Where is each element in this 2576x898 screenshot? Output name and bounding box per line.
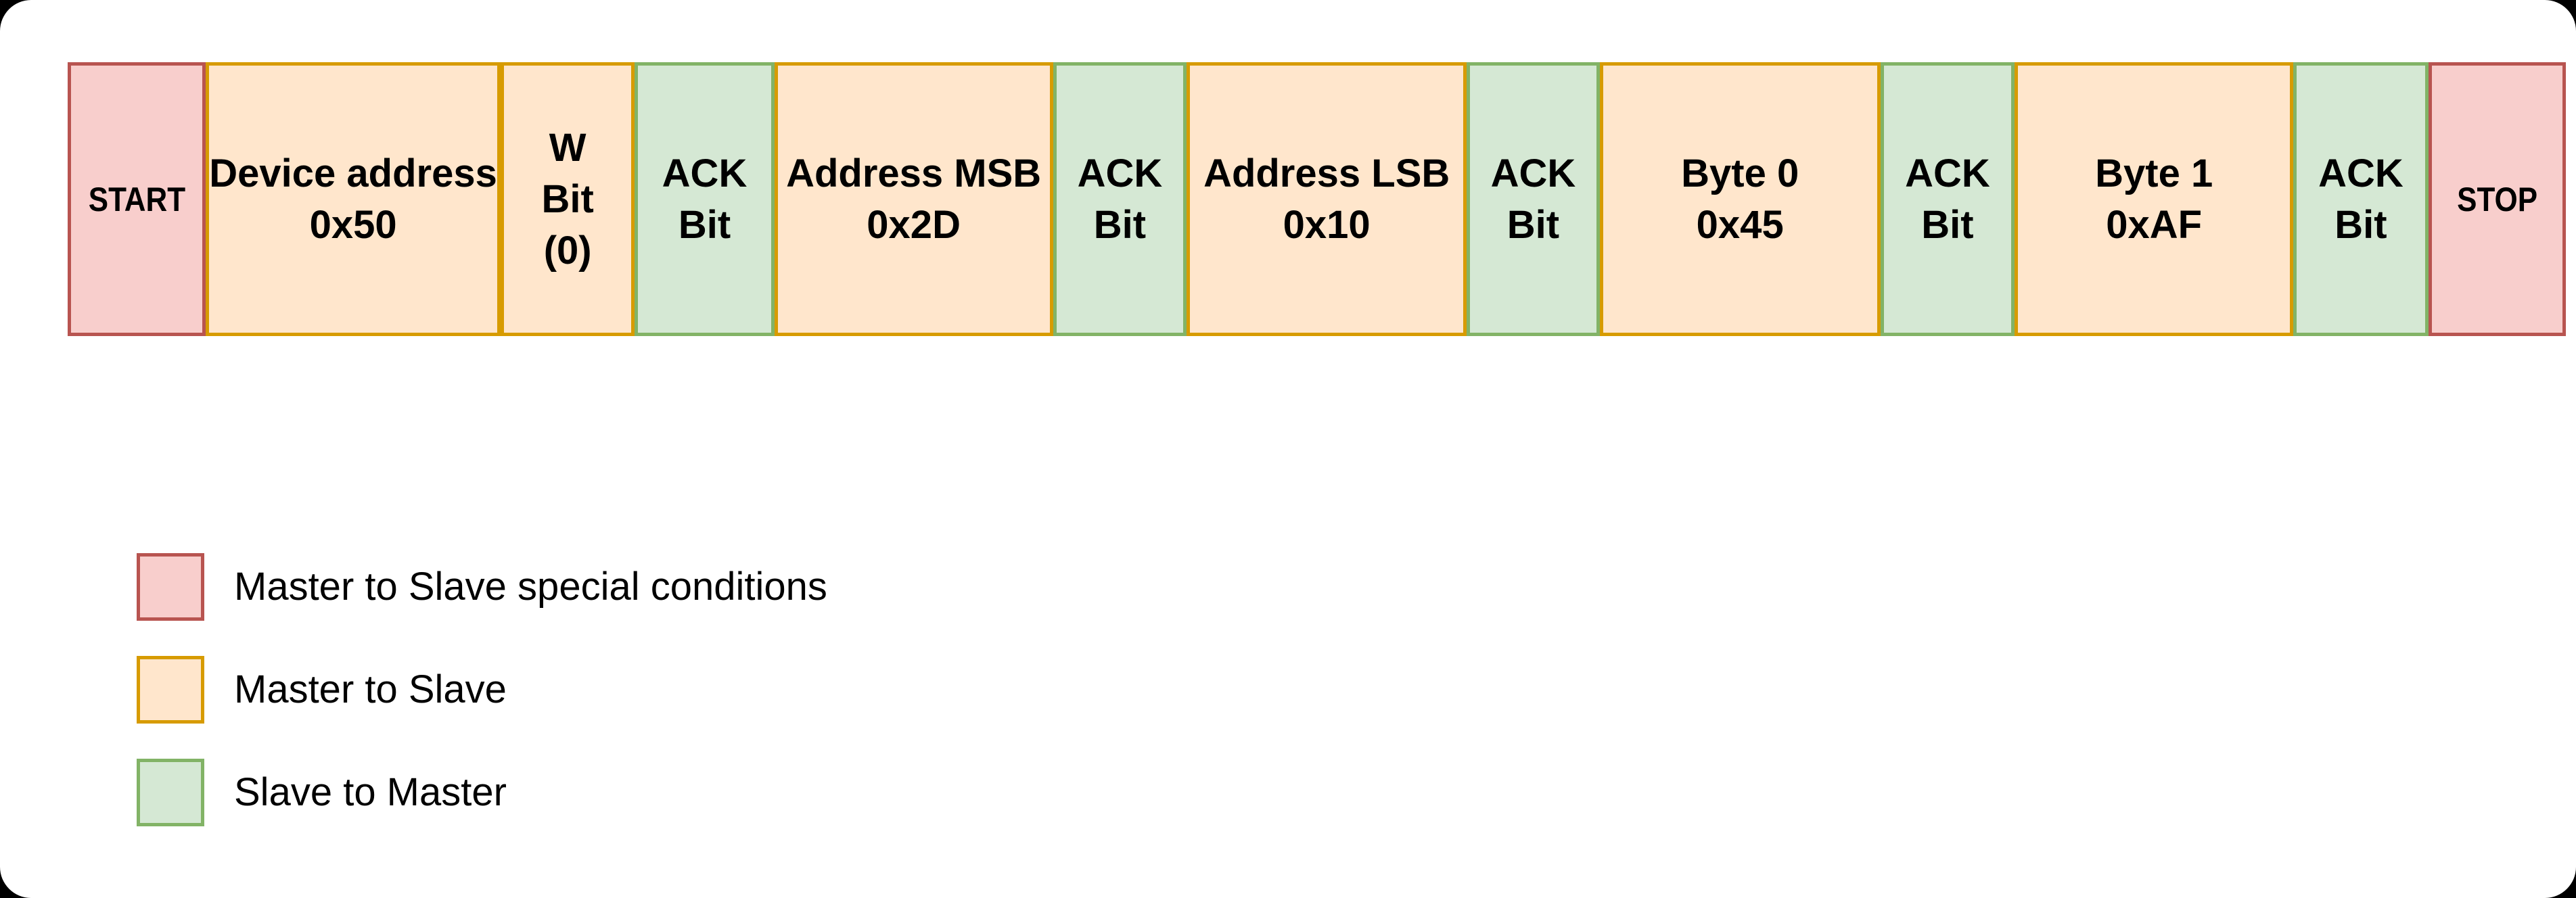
segment-label: Address LSB 0x10 <box>1203 148 1450 251</box>
frame-segment-10-byte-1: Byte 1 0xAF <box>2015 62 2294 336</box>
segment-label-line: 0x2D <box>867 202 961 247</box>
frame-segment-0-start: START <box>68 62 206 336</box>
segment-label-line: W <box>549 125 586 170</box>
segment-label-line: 0x45 <box>1696 202 1784 247</box>
segment-label-line: Bit <box>1093 202 1147 247</box>
frame-segment-1-device-address: Device address 0x50 <box>206 62 501 336</box>
legend-swatch-special <box>137 553 204 621</box>
legend-swatch-slave-to-master <box>137 759 204 826</box>
legend-item-slave-to-master: Slave to Master <box>137 759 827 826</box>
segment-label-line: STOP <box>2456 180 2537 218</box>
segment-label: W Bit (0) <box>541 122 593 277</box>
legend-item-master-to-slave: Master to Slave <box>137 656 827 724</box>
segment-label: Byte 1 0xAF <box>2095 148 2213 251</box>
segment-label: START <box>88 174 185 225</box>
segment-label-line: Address LSB <box>1203 151 1450 195</box>
segment-label-line: Bit <box>541 176 594 221</box>
segment-label-line: Address MSB <box>786 151 1042 195</box>
segment-label-line: ACK <box>1490 151 1576 195</box>
segment-label: ACK Bit <box>2318 148 2404 251</box>
frame-segment-7-ack: ACK Bit <box>1467 62 1600 336</box>
legend-item-label: Master to Slave <box>234 667 507 711</box>
segment-label-line: ACK <box>1905 151 1990 195</box>
segment-label: ACK Bit <box>1491 148 1576 251</box>
frame-segment-4-address-msb: Address MSB 0x2D <box>774 62 1053 336</box>
frame-segment-2-w: W Bit (0) <box>500 62 635 336</box>
segment-label-line: (0) <box>543 228 592 273</box>
segment-label-line: Bit <box>1506 202 1560 247</box>
segment-label: Byte 0 0x45 <box>1681 148 1799 251</box>
segment-label-line: 0x10 <box>1283 202 1371 247</box>
frame-segment-3-ack: ACK Bit <box>635 62 775 336</box>
legend-item-special: Master to Slave special conditions <box>137 553 827 621</box>
segment-label-line: START <box>88 180 185 218</box>
segment-label-line: Bit <box>1921 202 1974 247</box>
segment-label-line: ACK <box>662 151 748 195</box>
segment-label: Address MSB 0x2D <box>786 148 1041 251</box>
segment-label: ACK Bit <box>1905 148 1990 251</box>
frame-segment-9-ack: ACK Bit <box>1880 62 2015 336</box>
segment-label-line: Bit <box>678 202 731 247</box>
segment-label-line: 0x50 <box>309 202 397 247</box>
legend-item-label: Slave to Master <box>234 770 507 814</box>
segment-label-line: ACK <box>1077 151 1163 195</box>
segment-label: ACK Bit <box>1078 148 1163 251</box>
legend: Master to Slave special conditions Maste… <box>137 553 827 861</box>
segment-label: Device address 0x50 <box>209 148 497 251</box>
segment-label-line: Byte 0 <box>1681 151 1799 195</box>
segment-label-line: Byte 1 <box>2095 151 2213 195</box>
frame-segment-12-stop: STOP <box>2428 62 2566 336</box>
segment-label-line: Bit <box>2334 202 2387 247</box>
legend-item-label: Master to Slave special conditions <box>234 565 827 609</box>
frame-segment-5-ack: ACK Bit <box>1053 62 1187 336</box>
segment-label: STOP <box>2457 174 2537 225</box>
frame-segment-6-address-lsb: Address LSB 0x10 <box>1187 62 1467 336</box>
legend-swatch-master-to-slave <box>137 656 204 724</box>
segment-label-line: Device address <box>209 151 497 195</box>
segment-label: ACK Bit <box>662 148 748 251</box>
frame-segment-8-byte-0: Byte 0 0x45 <box>1599 62 1881 336</box>
segment-label-line: ACK <box>2318 151 2404 195</box>
segment-label-line: 0xAF <box>2106 202 2203 247</box>
frame-segment-11-ack: ACK Bit <box>2293 62 2429 336</box>
